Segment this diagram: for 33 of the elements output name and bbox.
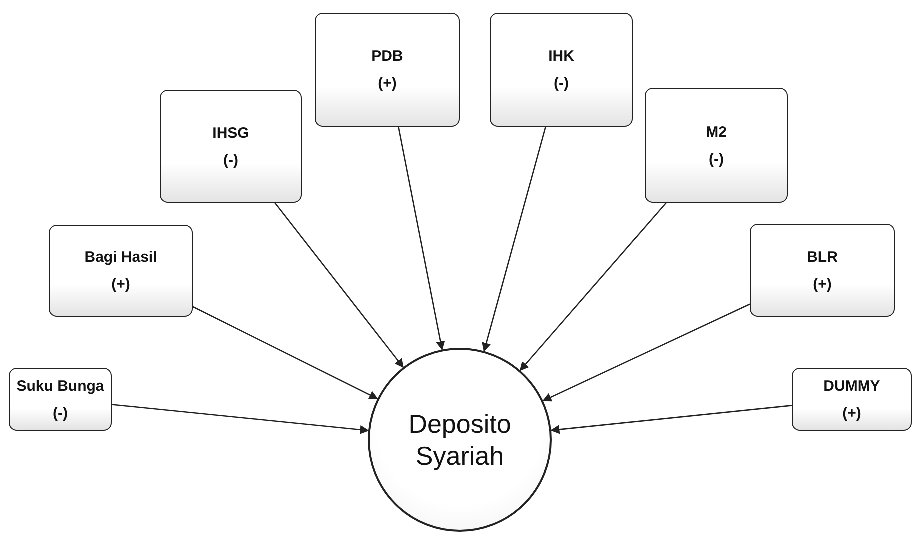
factor-box <box>645 88 788 203</box>
node-label: IHSG <box>212 124 250 142</box>
node-label: PDB <box>372 48 404 65</box>
sign-label: (+) <box>378 75 397 92</box>
factor-box <box>49 225 193 317</box>
arrow <box>482 126 546 352</box>
sign-label: (-) <box>53 404 68 422</box>
arrow <box>542 304 750 402</box>
sign-label: (+) <box>842 404 862 422</box>
node-label: IHK <box>548 48 574 65</box>
sign-label: (-) <box>709 150 724 168</box>
sign-label: (-) <box>554 75 569 92</box>
factor-box <box>315 13 460 127</box>
arrow <box>274 202 404 368</box>
factor-box <box>160 90 302 203</box>
sign-label: (-) <box>224 152 238 168</box>
factor-box <box>792 368 912 431</box>
arrow <box>550 405 792 434</box>
node-label: Deposito Syariah <box>408 408 512 472</box>
node-label: Bagi Hasil <box>84 249 158 266</box>
factor-box <box>9 368 112 431</box>
node-label: DUMMY <box>824 378 880 394</box>
node-label: M2 <box>706 124 727 140</box>
sign-label: (+) <box>813 276 832 292</box>
arrow <box>112 404 370 434</box>
factor-box <box>490 13 633 127</box>
node-label: Suku Bunga <box>16 378 104 394</box>
arrow <box>192 306 378 400</box>
factor-box <box>750 224 895 317</box>
node-label: BLR <box>807 248 838 266</box>
arrow <box>398 126 446 351</box>
sign-label: (+) <box>112 276 130 293</box>
arrow <box>520 202 667 372</box>
